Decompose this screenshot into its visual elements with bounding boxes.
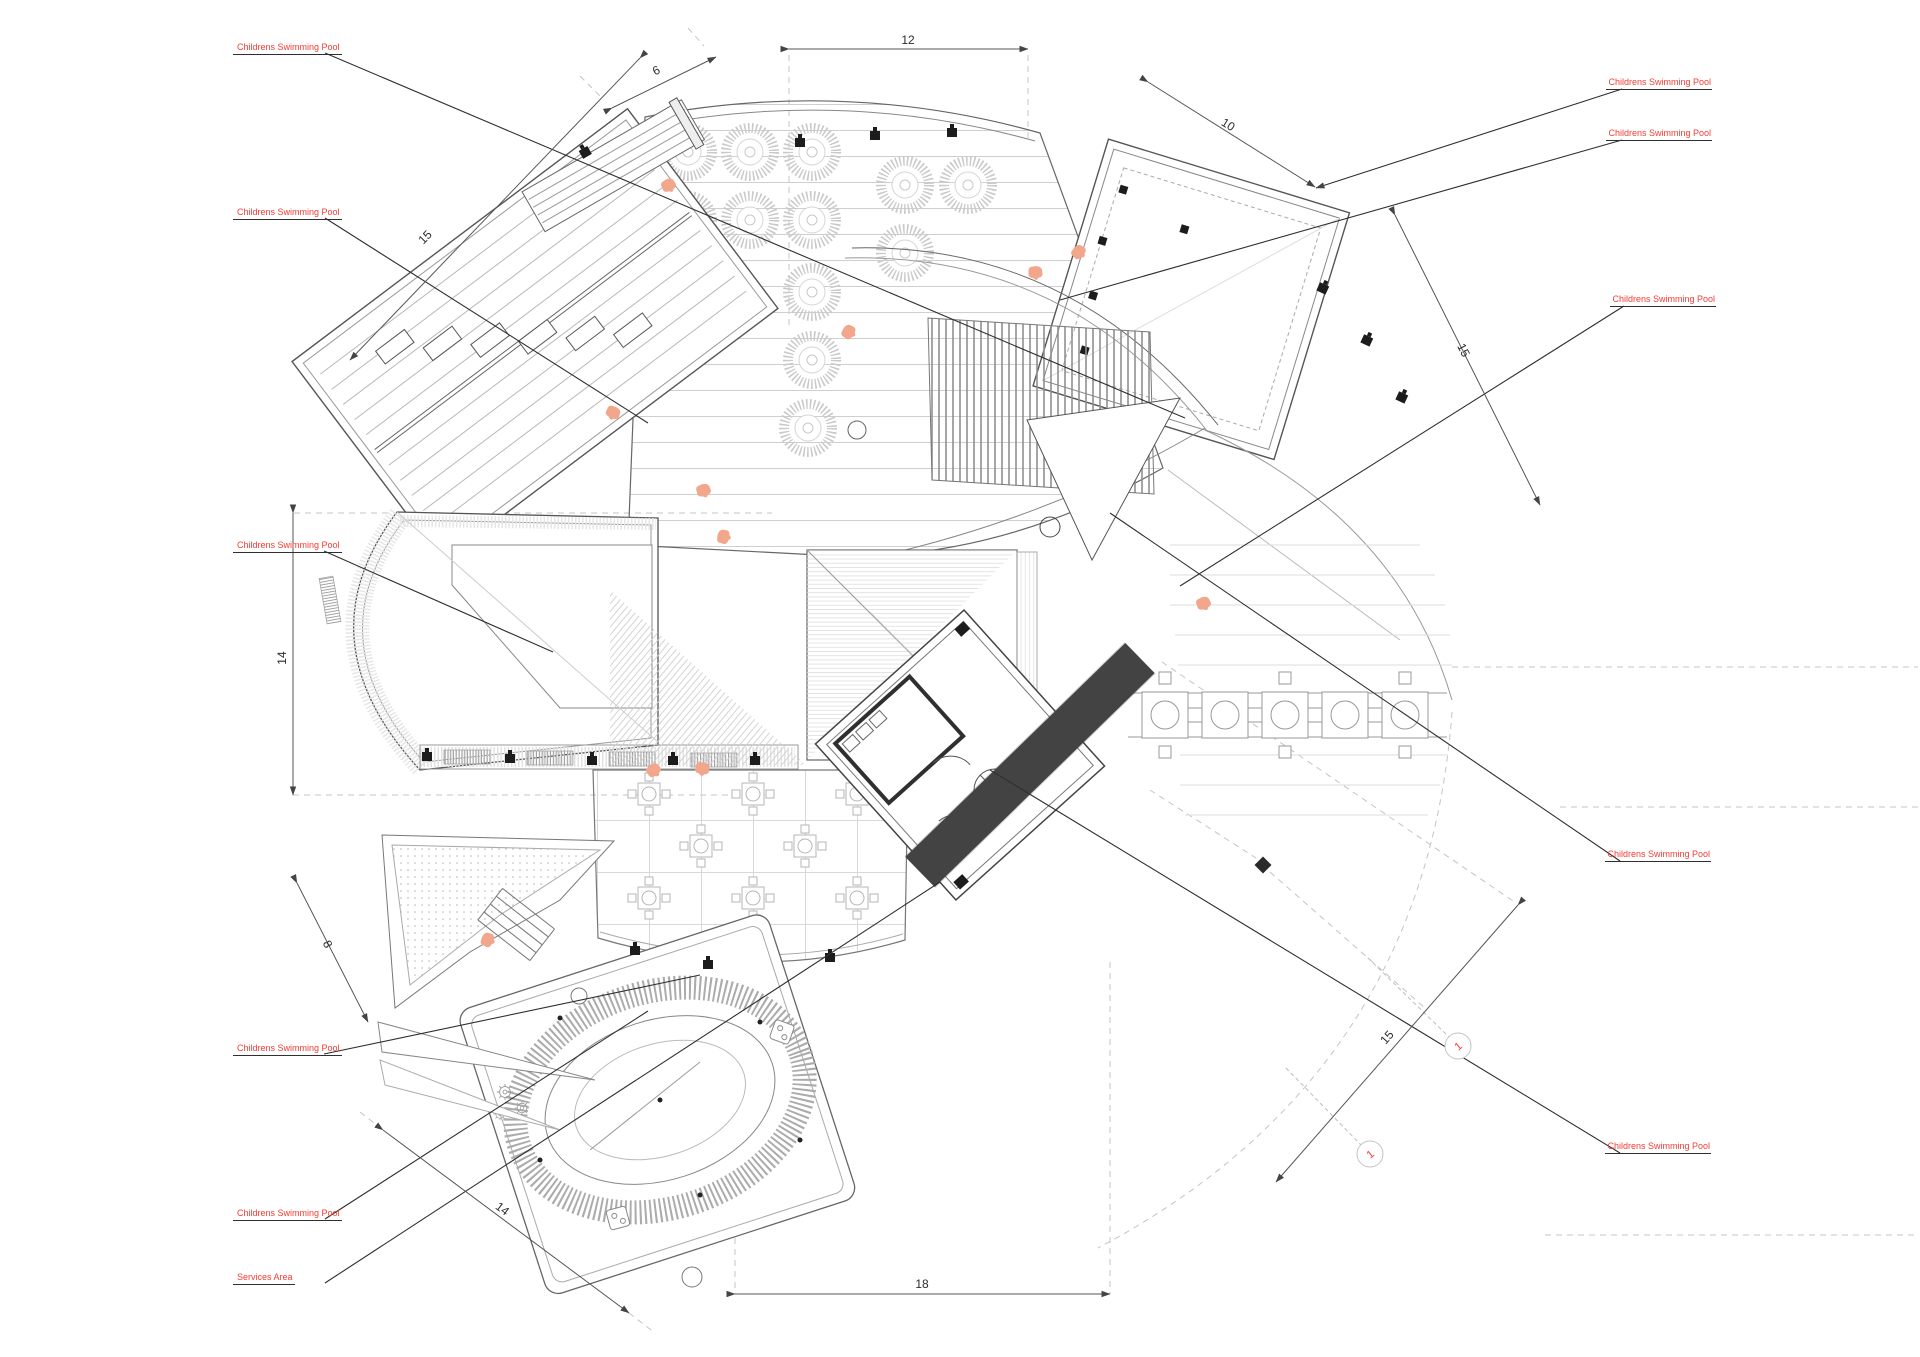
dimension-label-lower-left: 8 <box>320 938 336 951</box>
callout-childrens-swimming-pool-bottom-right: Childrens Swimming Pool <box>1605 1140 1711 1154</box>
callout-childrens-swimming-pool-lower-left: Childrens Swimming Pool <box>233 1042 342 1056</box>
building-round-pool <box>459 914 856 1295</box>
callout-childrens-swimming-pool-top-left: Childrens Swimming Pool <box>233 41 342 55</box>
dimension-label-bottom: 18 <box>915 1277 929 1291</box>
dimension-label-top-center: 12 <box>901 33 915 47</box>
dimension-label-top-right: 10 <box>1219 115 1238 134</box>
dimension-label-top-left: 15 <box>415 227 435 247</box>
dimension-label-left: 14 <box>275 651 289 665</box>
section-markers: 1 1 <box>1356 1032 1472 1168</box>
building-services-block <box>814 608 1272 902</box>
callout-childrens-swimming-pool-mid-right: Childrens Swimming Pool <box>1605 848 1711 862</box>
dimension-label-bottom-left: 14 <box>493 1199 512 1218</box>
dimension-label-wedge: 6 <box>650 63 662 79</box>
dimension-lines <box>289 45 1541 1314</box>
callout-childrens-swimming-pool-top-right-1: Childrens Swimming Pool <box>1606 76 1712 90</box>
callout-childrens-swimming-pool-upper-right: Childrens Swimming Pool <box>1610 293 1716 307</box>
callout-childrens-swimming-pool-mid-left: Childrens Swimming Pool <box>233 539 342 553</box>
dimension-label-bottom-right: 15 <box>1377 1028 1397 1048</box>
callout-childrens-swimming-pool-bottom-left: Childrens Swimming Pool <box>233 1207 342 1221</box>
callout-childrens-swimming-pool-upper-left: Childrens Swimming Pool <box>233 206 342 220</box>
building-right-deck-chain <box>1128 544 1452 816</box>
dimension-label-right: 15 <box>1454 341 1473 360</box>
callout-services-area: Services Area <box>233 1271 295 1285</box>
dark-roof-bar <box>904 642 1156 888</box>
callout-childrens-swimming-pool-top-right-2: Childrens Swimming Pool <box>1606 127 1712 141</box>
building-beach-wedge <box>377 834 616 1131</box>
